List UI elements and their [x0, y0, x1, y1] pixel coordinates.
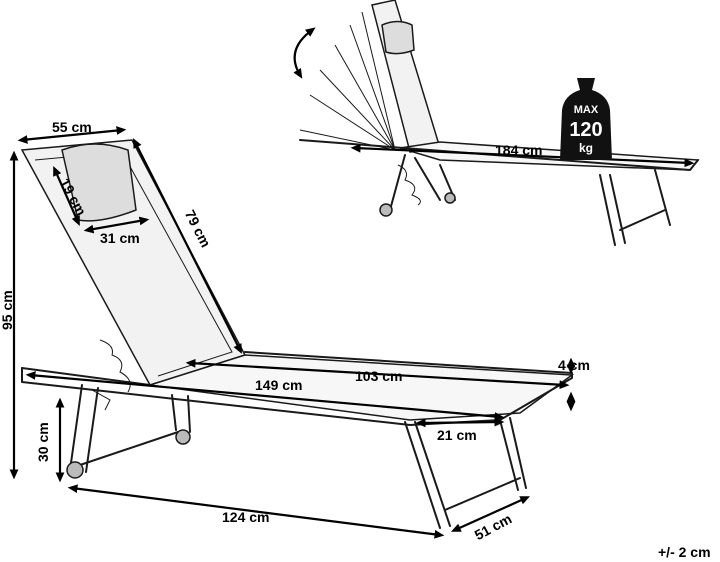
- label-seat-height: 30 cm: [35, 422, 51, 462]
- max-load-label: MAX: [574, 104, 599, 116]
- label-total-length: 184 cm: [495, 142, 542, 158]
- label-total-height: 95 cm: [0, 290, 15, 330]
- label-seat-thickness: 4 cm: [558, 357, 590, 373]
- wheel: [379, 203, 393, 217]
- label-depth: 51 cm: [472, 510, 515, 543]
- label-foot-end: 21 cm: [437, 427, 477, 443]
- recline-arrow: [293, 27, 316, 79]
- tolerance-note: +/- 2 cm: [658, 544, 711, 560]
- label-seat-length: 103 cm: [355, 368, 402, 384]
- main-lounger-drawing: [20, 139, 575, 529]
- wheel: [444, 192, 456, 204]
- wheel: [66, 461, 84, 479]
- wheel: [175, 429, 191, 445]
- label-pillow-width: 31 cm: [100, 230, 140, 246]
- label-frame-length: 149 cm: [255, 377, 302, 393]
- max-load-unit: kg: [579, 141, 593, 155]
- reclining-lounger-drawing: [299, 0, 700, 246]
- label-backrest-width: 55 cm: [52, 119, 92, 135]
- max-load-weight-icon: MAX 120 kg: [560, 78, 612, 160]
- max-load-value: 120: [569, 119, 602, 141]
- label-leg-span: 124 cm: [222, 509, 269, 525]
- backrest: [20, 139, 247, 386]
